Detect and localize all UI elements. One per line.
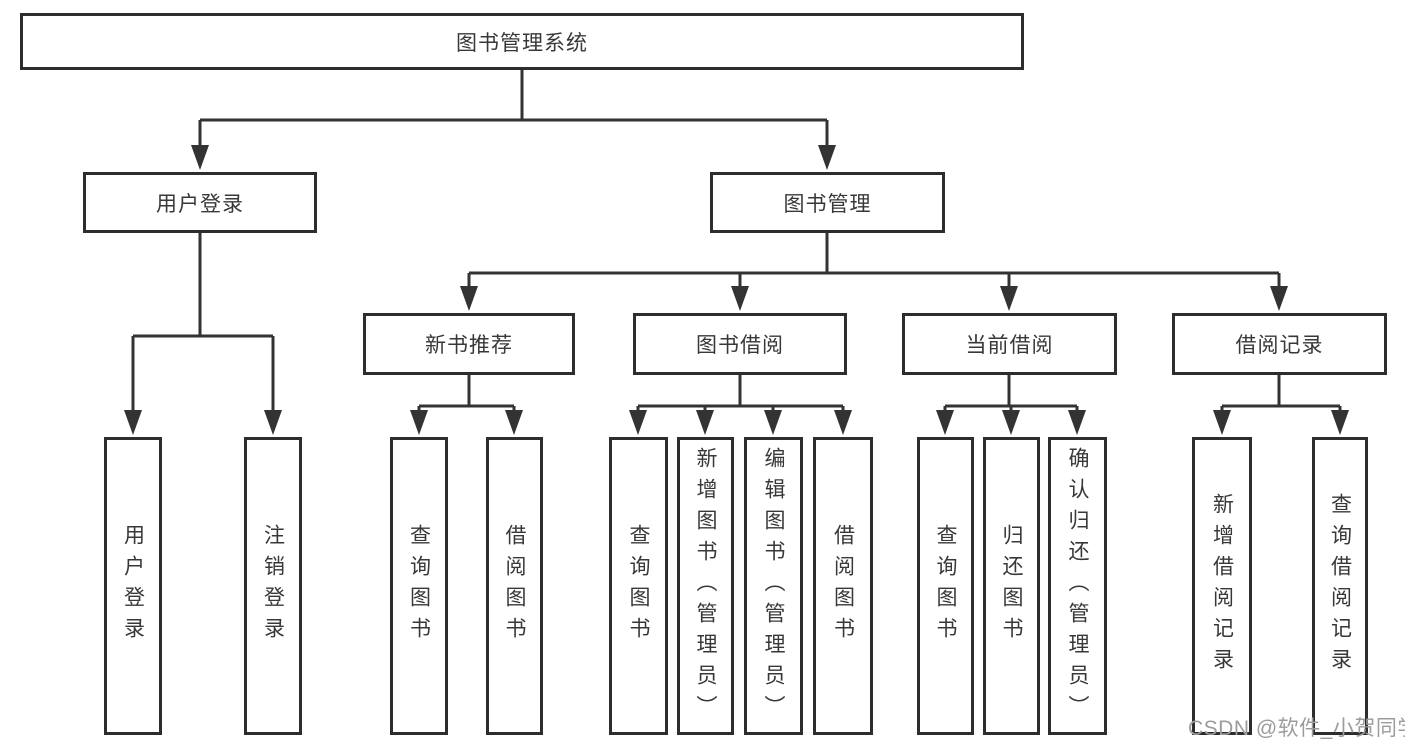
leaf-logout: 注销登录: [244, 437, 302, 735]
leaf-bb-edit-books-admin: 编辑图书（管理员）: [744, 437, 803, 735]
leaf-cb-query-books-label: 查询图书: [934, 524, 957, 648]
node-borrowing-records-label: 借阅记录: [1235, 334, 1324, 357]
leaf-user-login: 用户登录: [104, 437, 162, 735]
leaf-bb-add-books-admin: 新增图书（管理员）: [677, 437, 734, 735]
node-borrowing-records: 借阅记录: [1172, 313, 1387, 375]
leaf-bb-borrow-books-label: 借阅图书: [831, 524, 855, 648]
leaf-cb-confirm-return-admin-label: 确认归还（管理员）: [1066, 446, 1089, 726]
leaf-br-query-borrow-record: 查询借阅记录: [1312, 437, 1368, 735]
leaf-logout-label: 注销登录: [261, 524, 285, 648]
leaf-cb-confirm-return-admin: 确认归还（管理员）: [1048, 437, 1107, 735]
node-book-management: 图书管理: [710, 172, 945, 233]
node-user-login-label: 用户登录: [156, 192, 244, 216]
node-book-management-label: 图书管理: [783, 192, 872, 216]
leaf-bb-add-books-admin-label: 新增图书（管理员）: [694, 446, 717, 726]
leaf-nbr-query-books-label: 查询图书: [407, 524, 431, 648]
leaf-cb-return-books-label: 归还图书: [1000, 524, 1023, 648]
node-new-book-recommend: 新书推荐: [363, 313, 575, 375]
leaf-bb-edit-books-admin-label: 编辑图书（管理员）: [762, 446, 785, 726]
leaf-nbr-borrow-books-label: 借阅图书: [503, 524, 526, 648]
leaf-bb-query-books-label: 查询图书: [627, 524, 650, 648]
leaf-cb-return-books: 归还图书: [983, 437, 1040, 735]
leaf-br-add-borrow-record: 新增借阅记录: [1192, 437, 1252, 735]
leaf-user-login-label: 用户登录: [121, 524, 145, 648]
node-user-login: 用户登录: [83, 172, 317, 233]
leaf-br-query-borrow-record-label: 查询借阅记录: [1328, 493, 1352, 679]
leaf-nbr-query-books: 查询图书: [390, 437, 448, 735]
watermark: CSDN @软件_小贺同学: [1188, 717, 1405, 740]
node-current-borrowing-label: 当前借阅: [965, 334, 1054, 357]
node-root: 图书管理系统: [20, 13, 1024, 70]
leaf-bb-borrow-books: 借阅图书: [813, 437, 873, 735]
leaf-br-add-borrow-record-label: 新增借阅记录: [1210, 493, 1234, 679]
node-root-label: 图书管理系统: [456, 31, 588, 55]
leaf-cb-query-books: 查询图书: [917, 437, 974, 735]
node-new-book-recommend-label: 新书推荐: [425, 334, 513, 357]
node-book-borrowing: 图书借阅: [633, 313, 847, 375]
node-current-borrowing: 当前借阅: [902, 313, 1117, 375]
node-book-borrowing-label: 图书借阅: [696, 334, 784, 357]
leaf-nbr-borrow-books: 借阅图书: [486, 437, 543, 735]
leaf-bb-query-books: 查询图书: [609, 437, 668, 735]
